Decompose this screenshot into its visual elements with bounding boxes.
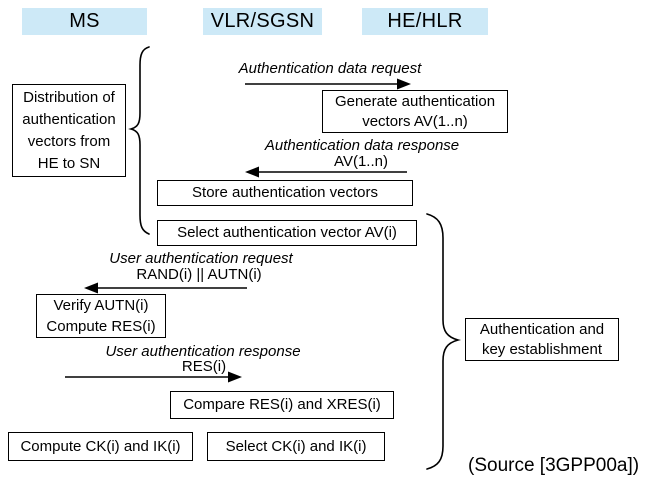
auth-data-request-arrow — [245, 78, 411, 90]
source-citation: (Source [3GPP00a]) — [468, 455, 640, 476]
box-auth-key-establishment: Authentication and key establishment — [465, 318, 619, 361]
msg-user-auth-response-payload: RES(i) — [181, 358, 227, 375]
box-compare-res: Compare RES(i) and XRES(i) — [170, 391, 394, 419]
auth-data-response-arrow — [245, 166, 407, 178]
user-auth-response-arrow — [65, 371, 242, 383]
box-distribution-of-vectors: Distribution of authentication vectors f… — [12, 84, 126, 177]
left-brace — [128, 46, 150, 235]
msg-auth-data-response-payload: AV(1..n) — [334, 153, 388, 170]
box-store-vectors: Store authentication vectors — [157, 180, 413, 206]
msg-auth-data-request-label: Authentication data request — [238, 60, 422, 77]
user-auth-request-arrow — [84, 282, 247, 294]
box-select-vector: Select authentication vector AV(i) — [157, 220, 417, 246]
msg-user-auth-response-label: User authentication response — [105, 343, 301, 360]
msg-auth-data-response-label: Authentication data response — [264, 137, 460, 154]
box-generate-vectors: Generate authentication vectors AV(1..n) — [322, 90, 508, 133]
msg-user-auth-request-label: User authentication request — [109, 250, 293, 267]
box-select-ck-ik: Select CK(i) and IK(i) — [207, 432, 385, 461]
actor-ms: MS — [22, 8, 147, 35]
actor-he-hlr: HE/HLR — [362, 8, 488, 35]
msg-user-auth-request-payload: RAND(i) || AUTN(i) — [136, 266, 262, 283]
right-brace — [426, 213, 462, 470]
box-verify-autn: Verify AUTN(i) Compute RES(i) — [36, 294, 166, 338]
actor-vlr-sgsn: VLR/SGSN — [203, 8, 322, 35]
box-compute-ck-ik: Compute CK(i) and IK(i) — [8, 432, 193, 461]
